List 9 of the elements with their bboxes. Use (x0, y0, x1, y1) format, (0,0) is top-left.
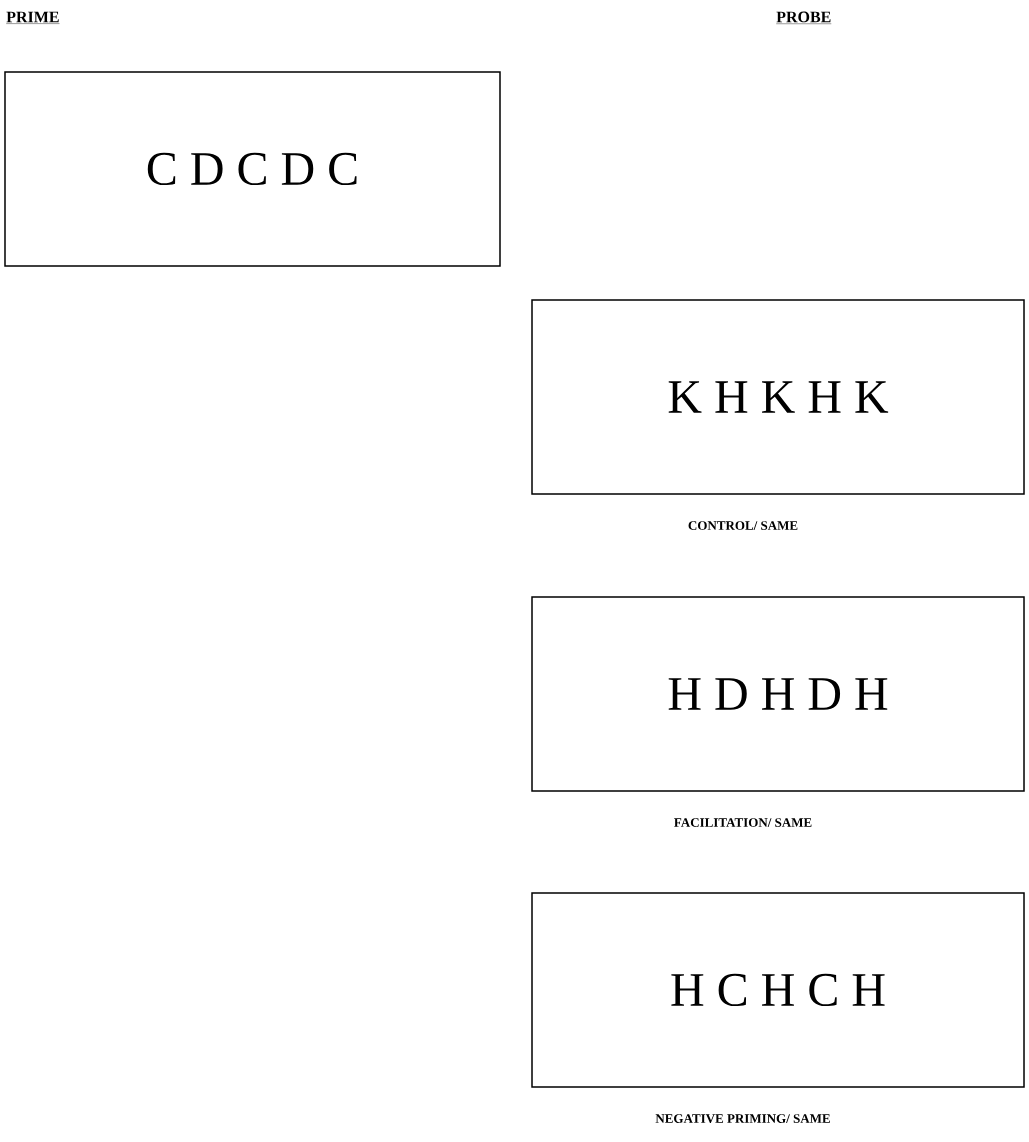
condition-label: NEGATIVE PRIMING/ SAME (655, 1114, 830, 1123)
column-heading: PRIME (6, 11, 60, 24)
condition-label: CONTROL/ SAME (688, 521, 798, 530)
letter-box: H C H C H (531, 892, 1025, 1088)
column-heading: PROBE (776, 11, 832, 24)
letter-box: C D C D C (4, 71, 501, 267)
condition-label: FACILITATION/ SAME (674, 818, 812, 827)
letter-box: K H K H K (531, 299, 1025, 495)
letter-box: H D H D H (531, 596, 1025, 792)
